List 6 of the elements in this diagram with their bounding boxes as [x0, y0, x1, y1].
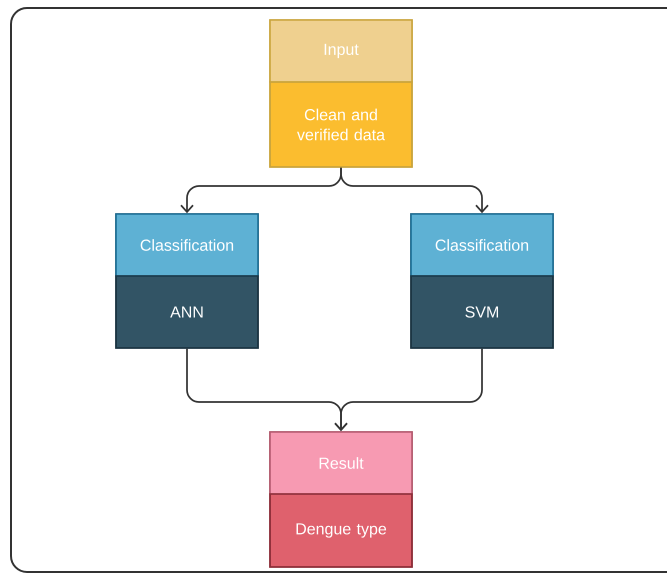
process-box: Input Clean and verified data: [269, 19, 413, 168]
process-box: Classification SVM: [410, 213, 554, 349]
arrow: [340, 168, 489, 214]
arrow: [334, 348, 483, 432]
process-box: Result Dengue type: [269, 431, 413, 568]
process-box: Classification ANN: [115, 213, 259, 349]
